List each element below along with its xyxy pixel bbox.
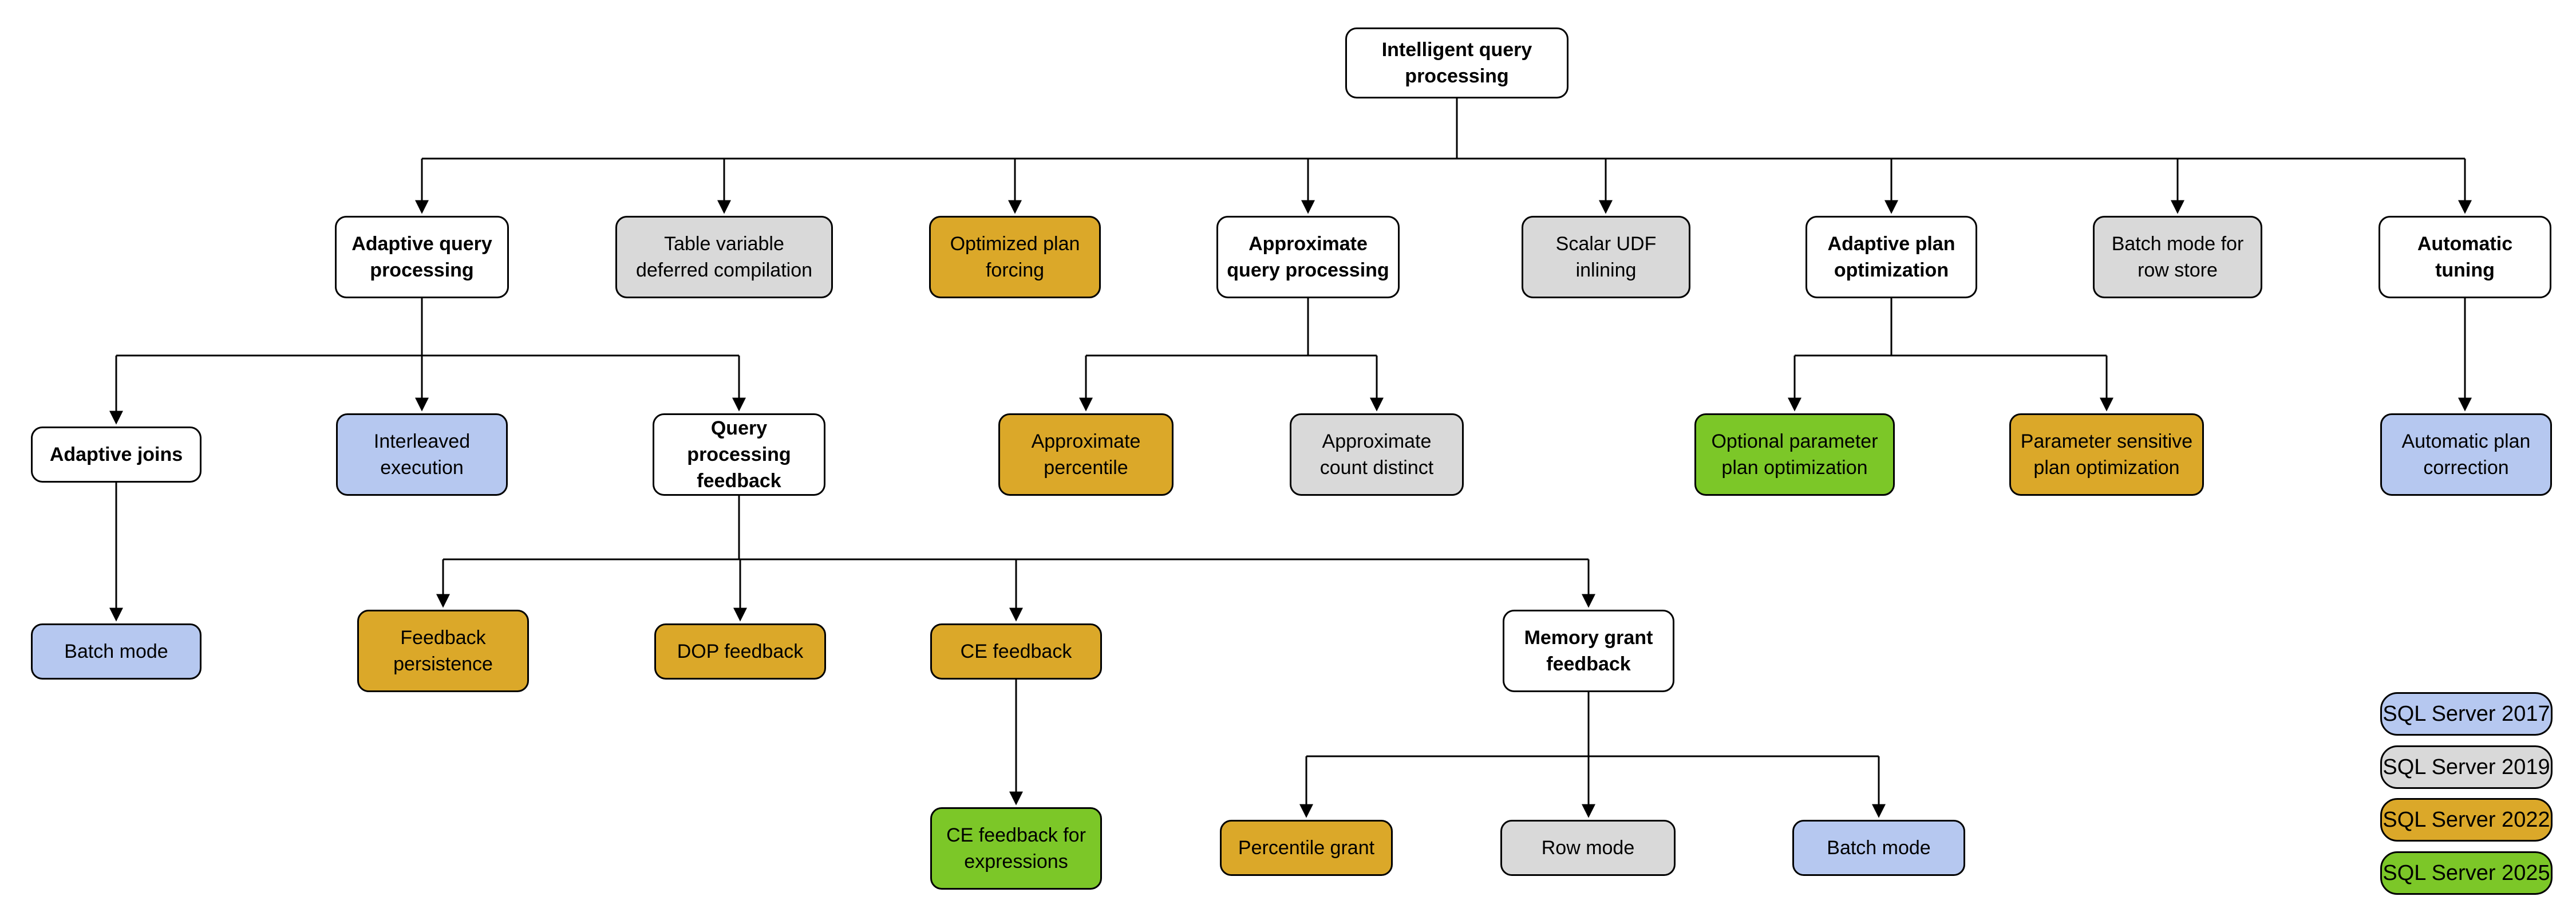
node-dop-feedback: DOP feedback [654,623,826,680]
node-interleaved-execution: Interleaved execution [336,413,508,496]
node-ce-feedback-for-expressions: CE feedback for expressions [930,807,1102,890]
node-scalar-udf-inlining: Scalar UDF inlining [1522,216,1690,298]
node-memory-grant-feedback: Memory grant feedback [1503,610,1674,692]
node-batch-mode-memory-grant: Batch mode [1792,820,1965,876]
node-row-mode: Row mode [1500,820,1676,876]
node-automatic-plan-correction: Automatic plan correction [2380,413,2552,496]
node-feedback-persistence: Feedback persistence [357,610,529,692]
legend-sql-server-2025: SQL Server 2025 [2380,851,2553,895]
node-optimized-plan-forcing: Optimized plan forcing [929,216,1101,298]
legend-sql-server-2019: SQL Server 2019 [2380,745,2553,789]
node-approximate-query-processing: Approximate query processing [1216,216,1400,298]
node-adaptive-query-processing: Adaptive query processing [335,216,509,298]
node-percentile-grant: Percentile grant [1220,820,1393,876]
legend-sql-server-2022: SQL Server 2022 [2380,798,2553,842]
node-adaptive-plan-optimization: Adaptive plan optimization [1805,216,1977,298]
node-batch-mode-adaptive-joins: Batch mode [31,623,202,680]
node-automatic-tuning: Automatic tuning [2379,216,2551,298]
node-table-variable-deferred-compilation: Table variable deferred compilation [615,216,833,298]
node-approximate-percentile: Approximate percentile [998,413,1174,496]
node-query-processing-feedback: Query processing feedback [653,413,825,496]
node-parameter-sensitive-plan-optimization: Parameter sensitive plan optimization [2009,413,2204,496]
node-batch-mode-for-row-store: Batch mode for row store [2093,216,2262,298]
node-ce-feedback: CE feedback [930,623,1102,680]
node-optional-parameter-plan-optimization: Optional parameter plan optimization [1694,413,1895,496]
node-intelligent-query-processing: Intelligent query processing [1345,27,1568,98]
legend-sql-server-2017: SQL Server 2017 [2380,692,2553,736]
node-approximate-count-distinct: Approximate count distinct [1290,413,1464,496]
node-adaptive-joins: Adaptive joins [31,427,202,483]
